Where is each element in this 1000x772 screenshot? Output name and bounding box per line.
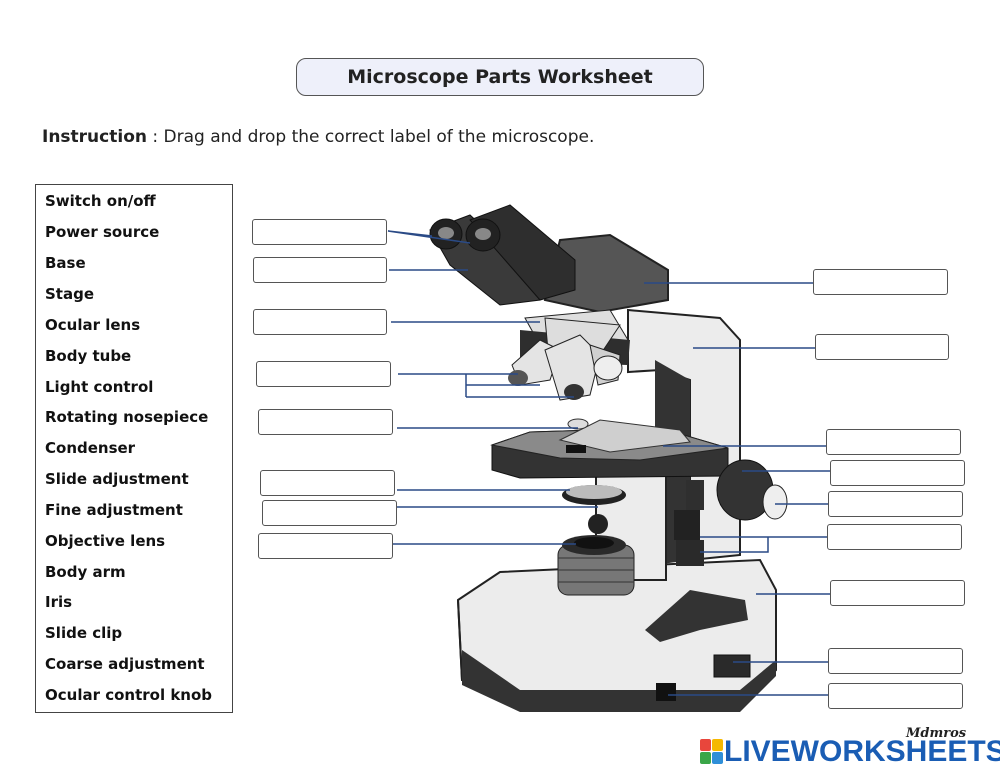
adjustment-knobs — [674, 459, 788, 566]
drop-zone-8[interactable] — [258, 533, 393, 559]
instruction: Instruction : Drag and drop the correct … — [42, 127, 594, 147]
label-body-arm[interactable]: Body arm — [45, 563, 126, 581]
label-bank: Switch on/off Power source Base Stage Oc… — [35, 184, 233, 713]
drop-zone-1[interactable] — [252, 219, 387, 245]
label-switch[interactable]: Switch on/off — [45, 192, 156, 210]
drop-zone-3[interactable] — [253, 309, 387, 335]
liveworksheets-logo: LIVEWORKSHEETS — [700, 735, 1000, 769]
drop-zone-17[interactable] — [828, 683, 963, 709]
drop-zone-13[interactable] — [828, 491, 963, 517]
label-power-source[interactable]: Power source — [45, 223, 160, 241]
author-signature: Mdmros — [906, 726, 967, 741]
label-condenser[interactable]: Condenser — [45, 439, 136, 457]
drop-zone-14[interactable] — [827, 524, 962, 550]
drop-zone-12[interactable] — [830, 460, 965, 486]
label-base[interactable]: Base — [45, 254, 86, 272]
label-ocular-control-knob[interactable]: Ocular control knob — [45, 686, 213, 704]
page-title: Microscope Parts Worksheet — [296, 58, 704, 96]
drop-zone-2[interactable] — [253, 257, 387, 283]
condenser-iris — [557, 485, 635, 596]
label-body-tube[interactable]: Body tube — [45, 347, 132, 365]
label-ocular-lens[interactable]: Ocular lens — [45, 316, 141, 334]
drop-zone-10[interactable] — [815, 334, 949, 360]
label-slide-adjustment[interactable]: Slide adjustment — [45, 470, 189, 488]
label-iris[interactable]: Iris — [45, 593, 73, 611]
drop-zone-15[interactable] — [830, 580, 965, 606]
label-stage[interactable]: Stage — [45, 285, 95, 303]
live-logo-icon — [700, 739, 723, 764]
leader-lines — [387, 230, 830, 696]
brand-text: LIVEWORKSHEETS — [724, 735, 1000, 768]
objectives — [508, 317, 623, 401]
label-objective-lens[interactable]: Objective lens — [45, 532, 166, 550]
drop-zone-4[interactable] — [256, 361, 391, 387]
stage — [490, 418, 729, 479]
label-slide-clip[interactable]: Slide clip — [45, 624, 123, 642]
drop-zone-7[interactable] — [262, 500, 397, 526]
label-light-control[interactable]: Light control — [45, 378, 154, 396]
instruction-text: : Drag and drop the correct label of the… — [146, 127, 595, 147]
instruction-label: Instruction — [42, 127, 147, 147]
drop-zone-5[interactable] — [258, 409, 393, 435]
drop-zone-16[interactable] — [828, 648, 963, 674]
eyepieces — [429, 204, 576, 306]
label-rotating-nosepiece[interactable]: Rotating nosepiece — [45, 408, 209, 426]
label-coarse-adjustment[interactable]: Coarse adjustment — [45, 655, 205, 673]
drop-zone-11[interactable] — [826, 429, 961, 455]
drop-zone-9[interactable] — [813, 269, 948, 295]
drop-zone-6[interactable] — [260, 470, 395, 496]
label-fine-adjustment[interactable]: Fine adjustment — [45, 501, 183, 519]
